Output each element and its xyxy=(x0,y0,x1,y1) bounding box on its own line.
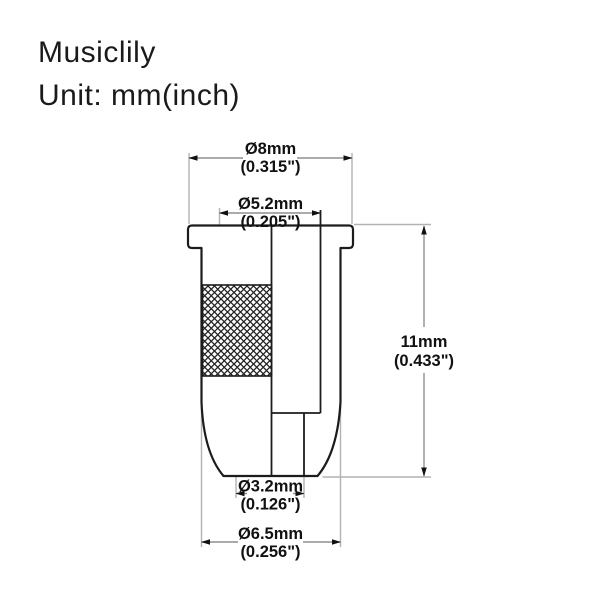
dim-height-inch-label: (0.433") xyxy=(394,352,454,370)
dim-flange-diameter-mm-label: Ø8mm xyxy=(245,140,296,158)
dim-counterbore-diameter-inch-label: (0.205") xyxy=(240,213,300,231)
dim-body-diameter-mm-label: Ø6.5mm xyxy=(238,525,303,543)
arrow-hole-right xyxy=(295,490,305,497)
unit-note: Unit: mm(inch) xyxy=(38,79,241,112)
dimension-arrows xyxy=(188,155,427,545)
arrow-counterbore-left xyxy=(219,210,228,216)
arrow-flange-left xyxy=(188,155,198,161)
arrow-body-left xyxy=(201,539,210,545)
dim-counterbore-diameter-mm-label: Ø5.2mm xyxy=(238,195,303,213)
dim-body-diameter-inch-label: (0.256") xyxy=(240,543,300,561)
brand-title: Musiclily xyxy=(38,36,156,69)
knurl-band xyxy=(201,284,273,377)
dim-flange-diameter-inch-label: (0.315") xyxy=(240,158,300,176)
diagram-header: Musiclily Unit: mm(inch) xyxy=(38,31,240,117)
arrow-flange-right xyxy=(343,155,353,161)
arrow-body-right xyxy=(332,539,341,545)
extension-lines xyxy=(188,153,431,547)
arrow-height-top xyxy=(421,225,427,235)
arrow-height-bottom xyxy=(421,467,427,477)
arrow-hole-left xyxy=(235,490,245,497)
dim-height-mm-label: 11mm xyxy=(401,333,448,351)
arrow-counterbore-right xyxy=(312,210,321,216)
dim-string-hole-diameter-inch-label: (0.126") xyxy=(240,496,300,514)
dim-string-hole-diameter-mm-label: Ø3.2mm xyxy=(238,478,303,496)
